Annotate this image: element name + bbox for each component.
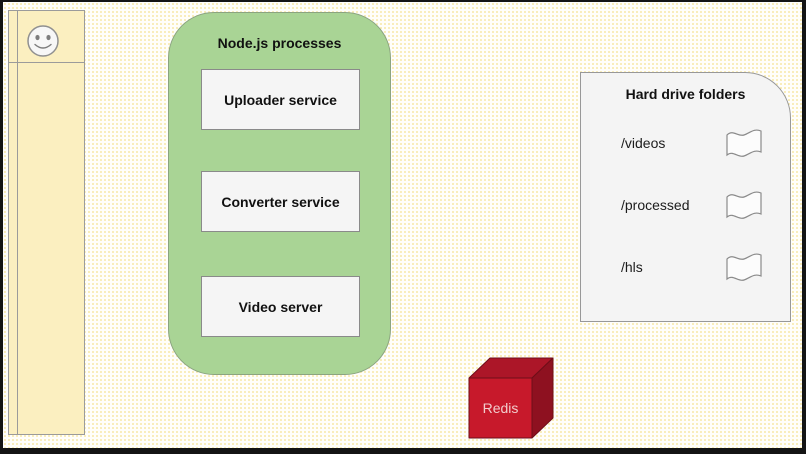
folder-label-videos: /videos xyxy=(621,135,666,151)
storage-card-title: Hard drive folders xyxy=(625,86,746,102)
service-box-uploader: Uploader service xyxy=(201,69,360,130)
nodejs-processes-group: Node.js processes Uploader service Conve… xyxy=(168,12,391,375)
diagram-canvas: Node.js processes Uploader service Conve… xyxy=(3,2,802,448)
service-box-video-server: Video server xyxy=(201,276,360,337)
redis-cube: Redis xyxy=(468,357,554,439)
flag-icon xyxy=(726,253,762,281)
nodejs-group-title: Node.js processes xyxy=(217,35,342,51)
folder-label-hls: /hls xyxy=(621,259,643,275)
actor-left-rule xyxy=(17,11,18,434)
smiley-face-icon xyxy=(27,25,59,57)
folder-label-processed: /processed xyxy=(621,197,690,213)
redis-cube-front-face xyxy=(468,377,533,439)
flag-icon xyxy=(726,191,762,219)
redis-label: Redis xyxy=(483,400,519,416)
service-box-converter: Converter service xyxy=(201,171,360,232)
user-actor-shape xyxy=(8,10,85,435)
flag-icon xyxy=(726,129,762,157)
hard-drive-folders-card: Hard drive folders /videos /processed /h… xyxy=(580,72,791,322)
actor-header-divider xyxy=(9,62,84,63)
